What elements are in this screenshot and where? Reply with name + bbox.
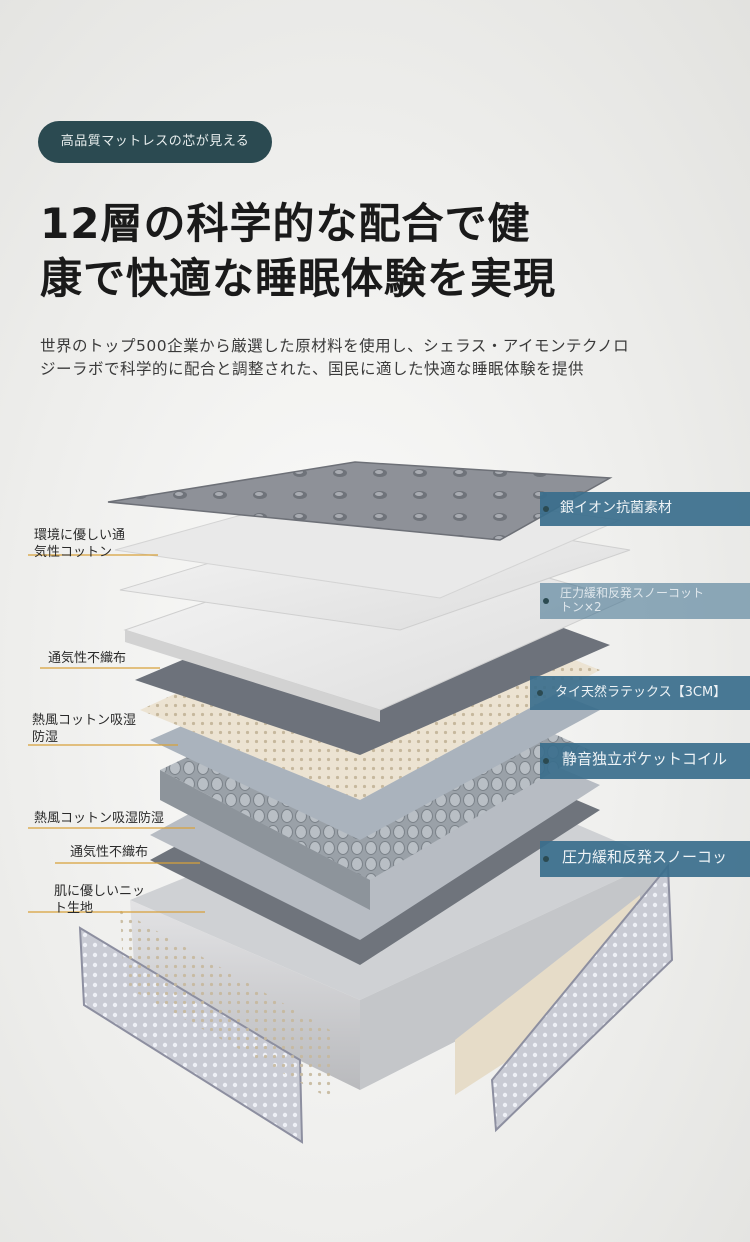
right-label-thai-latex: タイ天然ラテックス【3CM】: [555, 685, 727, 700]
layer-quilted-top: [107, 461, 613, 541]
right-label-snow-cotton: 圧力緩和反発スノーコッ: [562, 849, 728, 866]
layer-foam-2-side: [125, 630, 380, 722]
left-label-hot-air-cotton-2: 熱風コットン吸湿防湿: [34, 811, 165, 826]
right-label-pointers: [537, 506, 549, 862]
description-line-1: 世界のトップ500企業から厳選した原材料を使用し、シェラス・アイモンテクノロ: [40, 337, 630, 355]
left-label-nonwoven-2: 通気性不織布: [70, 845, 149, 860]
left-label-hot-air-cotton-1: 熱風コットン吸湿 防湿: [32, 713, 137, 745]
latex-side-panel-left: [120, 910, 332, 1100]
latex-side-panel-right: [455, 895, 640, 1095]
description-line-2: ジーラボで科学的に配合と調整された、国民に適した快適な睡眠体験を提供: [40, 360, 585, 378]
mattress-exploded-illustration: [28, 461, 750, 1144]
feature-badge: 高品質マットレスの芯が見える: [38, 121, 272, 163]
right-label-pocket-coil: 静音独立ポケットコイル: [562, 751, 728, 768]
layer-pocket-coil-side: [160, 770, 370, 910]
knit-side-panel-right: [490, 863, 674, 1133]
headline-line-2: 康で快適な睡眠体験を実現: [40, 254, 557, 303]
right-label-silver-ion: 銀イオン抗菌素材: [560, 500, 672, 516]
description: 世界のトップ500企業から厳選した原材料を使用し、シェラス・アイモンテクノロ ジ…: [40, 335, 720, 381]
right-label-snow-cotton-x2: 圧力緩和反発スノーコット トン×2: [560, 586, 705, 614]
left-label-eco-cotton: 環境に優しい通 気性コットン: [34, 528, 126, 560]
left-label-knit-fabric: 肌に優しいニッ ト生地: [54, 884, 146, 916]
mattress-layer-diagram: 環境に優しい通 気性コットン 通気性不織布 熱風コットン吸湿 防湿 熱風コットン…: [0, 440, 750, 1242]
headline: 12層の科学的な配合で健 康で快適な睡眠体験を実現: [40, 196, 556, 306]
headline-line-1: 12層の科学的な配合で健: [40, 199, 531, 248]
right-label-backgrounds: [530, 492, 750, 877]
left-label-nonwoven-1: 通気性不織布: [48, 651, 127, 666]
left-leader-lines: [28, 554, 205, 913]
